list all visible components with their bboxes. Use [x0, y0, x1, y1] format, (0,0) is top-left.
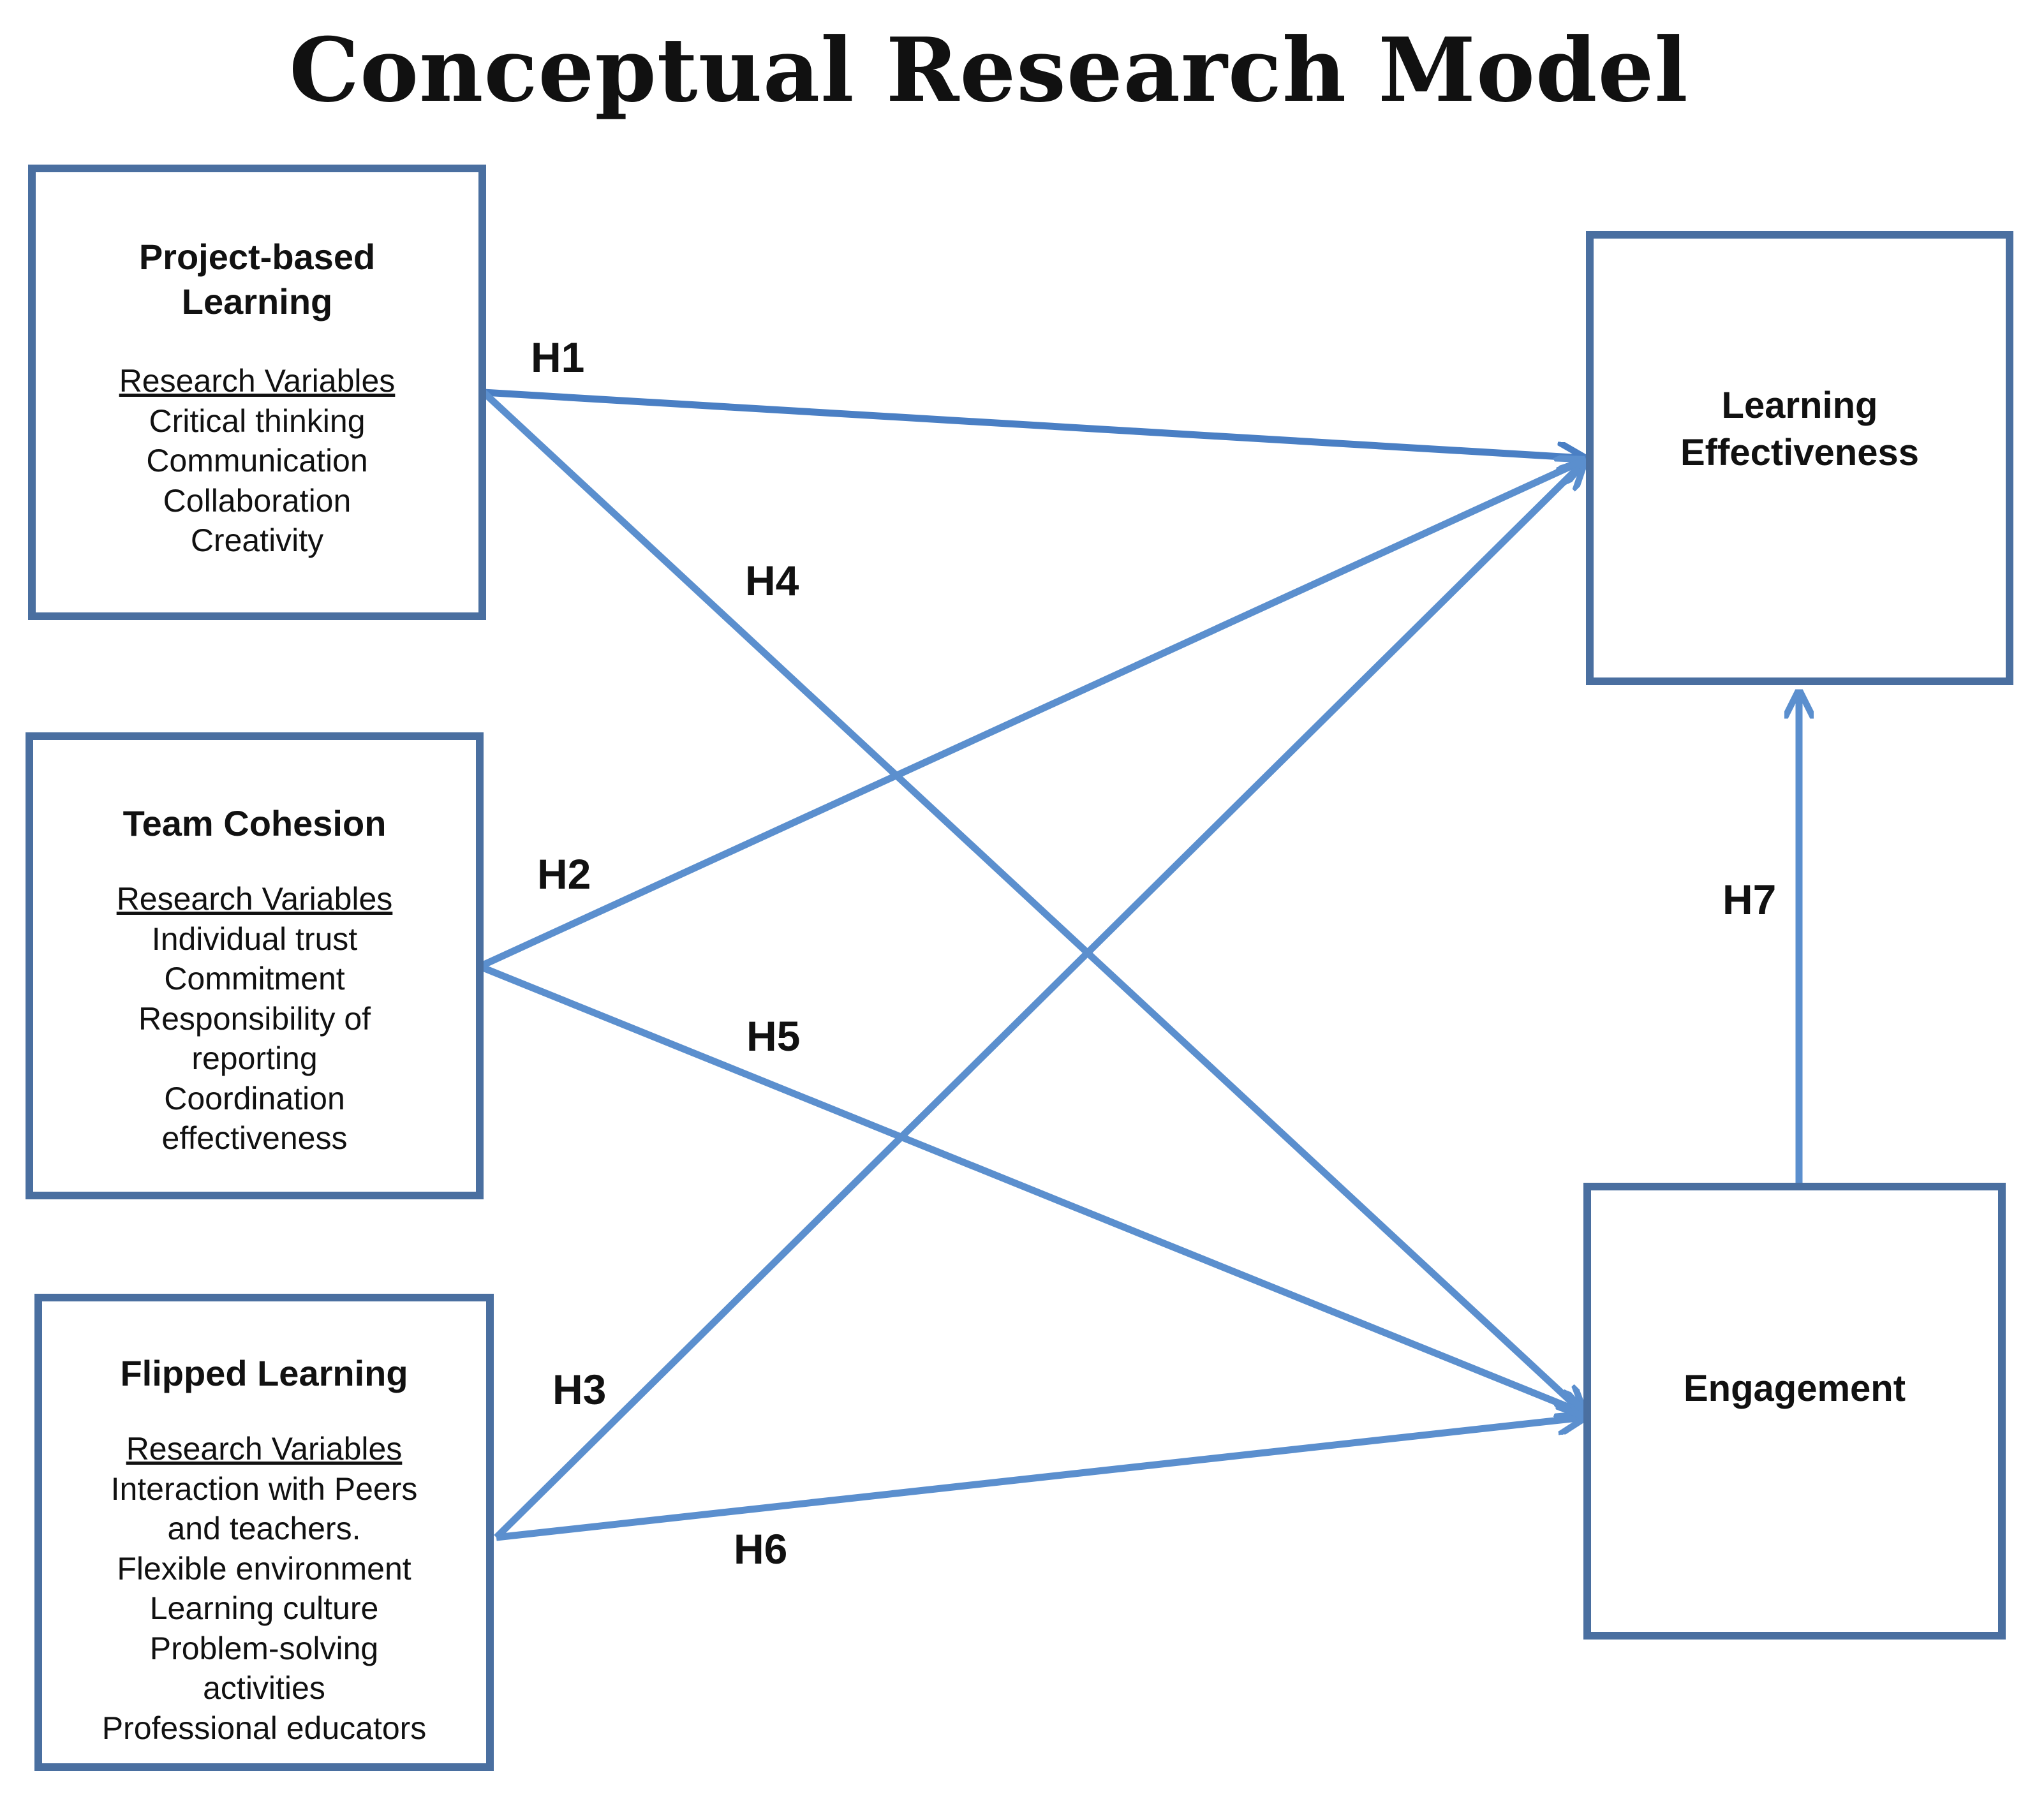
hypothesis-label-h2: H2	[537, 850, 591, 898]
box-title-line: Engagement	[1683, 1367, 1906, 1409]
variable-item: Responsibility of	[138, 1000, 371, 1037]
arrow-h5	[478, 963, 1583, 1413]
box-title-line: Learning	[181, 281, 333, 322]
hypothesis-label-h3: H3	[552, 1366, 607, 1413]
variable-item: Interaction with Peers	[110, 1470, 418, 1507]
box-title-line: Flipped Learning	[120, 1353, 408, 1393]
box-title-line: Team Cohesion	[122, 803, 387, 843]
hypothesis-label-h6: H6	[734, 1525, 788, 1573]
variable-item: Problem-solving	[149, 1630, 379, 1666]
box-title-line: Project-based	[138, 237, 376, 277]
box-flipped-learning: Flipped Learning Research Variables Inte…	[34, 1294, 494, 1771]
variable-item: Collaboration	[163, 482, 352, 519]
arrow-h4	[481, 389, 1583, 1413]
hypothesis-label-h7: H7	[1722, 876, 1777, 923]
variable-item: Commitment	[164, 961, 345, 996]
box-title-line: Learning	[1721, 384, 1878, 426]
box-title-line: Effectiveness	[1680, 432, 1919, 473]
variable-item: and teachers.	[167, 1511, 361, 1546]
variable-item: Creativity	[190, 522, 324, 558]
variables-heading: Research Variables	[116, 881, 393, 917]
arrow-h6	[496, 1418, 1583, 1541]
box-project-based-learning: Project-based Learning Research Variable…	[28, 165, 486, 620]
hypothesis-label-h1: H1	[531, 334, 585, 381]
hypothesis-label-h5: H5	[746, 1012, 801, 1060]
variable-item: Learning culture	[149, 1590, 379, 1626]
variable-item: reporting	[191, 1040, 318, 1076]
arrow-h3	[494, 463, 1583, 1540]
variable-item: Individual trust	[151, 921, 358, 957]
variable-item: Critical thinking	[149, 403, 366, 439]
arrow-h2	[478, 461, 1583, 970]
variable-item: Communication	[146, 443, 368, 478]
variables-heading: Research Variables	[119, 363, 396, 399]
arrow-h1	[483, 389, 1583, 458]
variable-item: activities	[203, 1670, 325, 1706]
box-team-cohesion: Team Cohesion Research Variables Individ…	[26, 732, 484, 1199]
box-learning-effectiveness: Learning Effectiveness	[1586, 231, 2013, 685]
hypothesis-label-h4: H4	[745, 557, 799, 604]
variables-heading: Research Variables	[126, 1431, 403, 1467]
variable-item: Coordination	[164, 1080, 345, 1116]
variable-item: Flexible environment	[117, 1550, 411, 1587]
box-engagement: Engagement	[1583, 1183, 2006, 1640]
diagram-title: Conceptual Research Model	[289, 18, 1689, 122]
variable-item: effectiveness	[161, 1120, 348, 1156]
variable-item: Professional educators	[101, 1710, 427, 1746]
